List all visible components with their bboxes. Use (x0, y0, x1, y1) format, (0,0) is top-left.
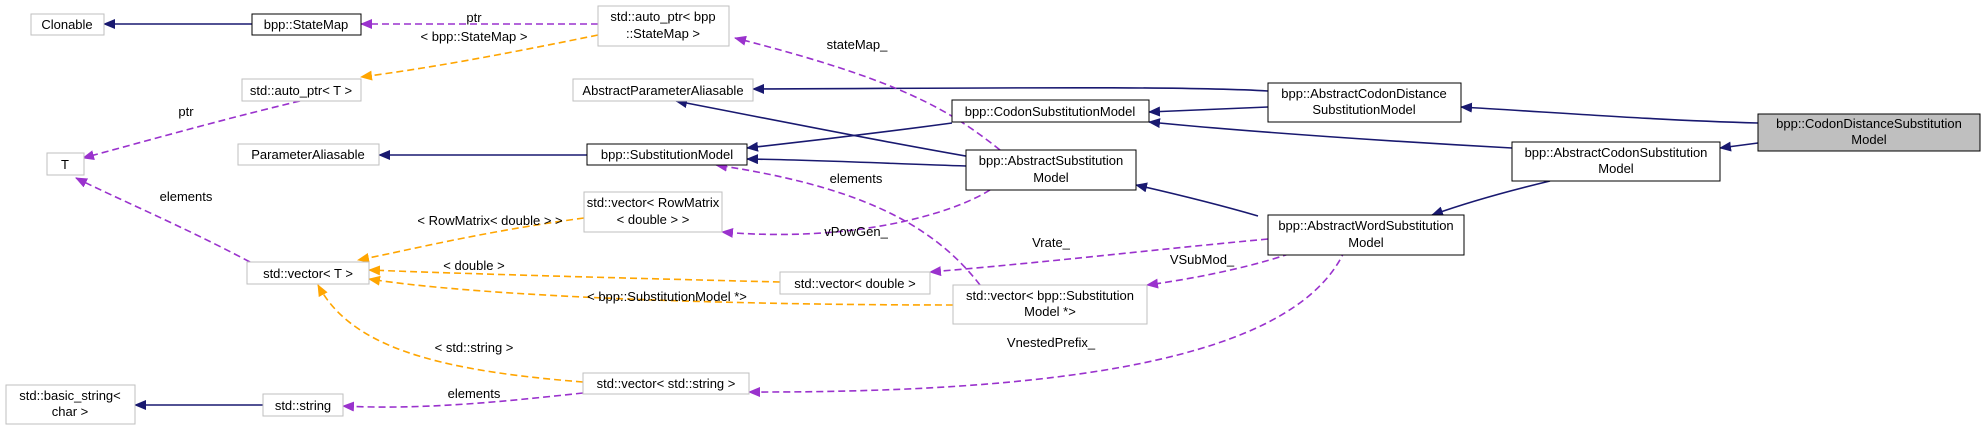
node-cloneable[interactable]: Clonable (30, 13, 105, 36)
node-basic-string-line-1: std::basic_string< (19, 388, 121, 403)
edge-asm-to-autoptr-statemap (734, 35, 1001, 151)
node-vector-submodel-ptr[interactable]: std::vector< bpp::Substitution Model *> (952, 284, 1148, 325)
node-vector-t-label: std::vector< T > (263, 266, 353, 281)
node-substitution-model-label: bpp::SubstitutionModel (601, 147, 733, 162)
edge-label-statemap-member: stateMap_ (827, 37, 888, 52)
node-statemap-label: bpp::StateMap (264, 17, 349, 32)
node-abstract-codon-distance-line-2: SubstitutionModel (1312, 102, 1415, 117)
edge-vstring-to-vector-t (317, 284, 584, 383)
node-codon-distance-substitution-model[interactable]: bpp::CodonDistanceSubstitution Model (1757, 113, 1981, 152)
edge-label-vsubmod: VSubMod_ (1170, 252, 1235, 267)
edge-label-submodel-ptr-tmpl: < bpp::SubstitutionModel *> (587, 289, 747, 304)
node-autoptr-t-label: std::auto_ptr< T > (250, 83, 352, 98)
edge-label-vrate: Vrate_ (1032, 235, 1071, 250)
edge-label-vpowgen: vPowGen_ (824, 224, 888, 239)
node-vector-double[interactable]: std::vector< double > (779, 271, 931, 295)
edge-asm-to-submodel (746, 154, 967, 167)
node-param-aliasable-label: ParameterAliasable (251, 147, 364, 162)
edge-vdouble-to-vector-t (368, 265, 781, 283)
edges (75, 19, 1759, 412)
node-abstract-substitution-model-line-1: bpp::AbstractSubstitution (979, 153, 1124, 168)
edge-acdsm-to-absparamaliasable (752, 83, 1269, 94)
edge-awsm-to-vstring (748, 249, 1346, 398)
edge-label-tmpl-statemap: < bpp::StateMap > (421, 29, 528, 44)
node-codon-substitution-model[interactable]: bpp::CodonSubstitutionModel (951, 99, 1150, 123)
edge-asm-to-absparamaliasable (675, 98, 1001, 163)
node-abstract-word-substitution-line-2: Model (1348, 235, 1384, 250)
node-vector-t[interactable]: std::vector< T > (246, 261, 370, 285)
edge-cdsm-to-acsm (1719, 141, 1759, 152)
edge-label-string-tmpl: < std::string > (435, 340, 514, 355)
edge-label-double-tmpl: < double > (443, 258, 504, 273)
node-vector-double-label: std::vector< double > (794, 276, 915, 291)
edge-label-elements-string: elements (448, 386, 501, 401)
nodes: Clonable bpp::StateMap std::auto_ptr< bp… (5, 5, 1981, 425)
node-abstract-word-substitution[interactable]: bpp::AbstractWordSubstitution Model (1267, 214, 1465, 256)
node-basic-string-line-2: char > (52, 404, 89, 419)
node-string[interactable]: std::string (262, 393, 344, 417)
edge-vector-t-to-t (75, 177, 251, 263)
node-vector-rowmatrix-line-1: std::vector< RowMatrix (587, 195, 720, 210)
node-vector-rowmatrix[interactable]: std::vector< RowMatrix < double > > (583, 191, 723, 233)
edge-autoptr-t-to-t (82, 100, 301, 160)
node-abstract-param-aliasable-label: AbstractParameterAliasable (582, 83, 743, 98)
node-statemap[interactable]: bpp::StateMap (251, 13, 362, 36)
node-vector-string[interactable]: std::vector< std::string > (582, 372, 750, 395)
node-t[interactable]: T (46, 152, 85, 176)
node-abstract-substitution-model[interactable]: bpp::AbstractSubstitution Model (965, 149, 1137, 191)
node-t-label: T (61, 157, 69, 172)
edge-vstring-to-string (342, 392, 584, 412)
edge-labels: ptr < bpp::StateMap > stateMap_ ptr elem… (160, 10, 1235, 401)
edge-acdsm-to-codonsubmodel (1148, 106, 1269, 117)
edge-codonsubmodel-to-submodel (746, 122, 953, 152)
node-autoptr-t[interactable]: std::auto_ptr< T > (241, 78, 362, 102)
node-abstract-codon-substitution[interactable]: bpp::AbstractCodonSubstitution Model (1511, 141, 1721, 182)
node-autoptr-statemap[interactable]: std::auto_ptr< bpp ::StateMap > (597, 5, 730, 47)
node-vector-submodel-ptr-line-1: std::vector< bpp::Substitution (966, 288, 1134, 303)
edge-awsm-to-vdouble (929, 238, 1269, 277)
node-codon-substitution-model-label: bpp::CodonSubstitutionModel (965, 104, 1136, 119)
edge-label-ptr-statemap: ptr (466, 10, 482, 25)
node-abstract-codon-distance-line-1: bpp::AbstractCodonDistance (1281, 86, 1446, 101)
node-cloneable-label: Clonable (41, 17, 92, 32)
edge-label-vnested: VnestedPrefix_ (1007, 335, 1096, 350)
node-abstract-codon-substitution-line-1: bpp::AbstractCodonSubstitution (1525, 145, 1708, 160)
edge-vsubmodel-to-vector-t (368, 275, 954, 306)
node-abstract-substitution-model-line-2: Model (1033, 170, 1069, 185)
edge-label-ptr-t: ptr (178, 104, 194, 119)
node-vector-string-label: std::vector< std::string > (597, 376, 736, 391)
edge-awsm-to-asm (1135, 182, 1259, 217)
node-substitution-model[interactable]: bpp::SubstitutionModel (586, 143, 748, 166)
node-abstract-param-aliasable[interactable]: AbstractParameterAliasable (572, 78, 754, 102)
edge-vsubmodel-to-submodel (715, 161, 981, 286)
edge-acsm-to-codonsubmodel (1148, 118, 1513, 149)
node-autoptr-statemap-line-1: std::auto_ptr< bpp (610, 9, 715, 24)
node-autoptr-statemap-line-2: ::StateMap > (626, 26, 700, 41)
edge-cdsm-to-acdsm (1460, 102, 1759, 124)
node-codon-distance-substitution-model-line-2: Model (1851, 132, 1887, 147)
node-param-aliasable[interactable]: ParameterAliasable (237, 143, 380, 166)
edge-acsm-to-awsm (1431, 180, 1551, 217)
edge-label-rowmatrix-tmpl: < RowMatrix< double > > (417, 213, 562, 228)
edge-label-elements-t: elements (160, 189, 213, 204)
node-abstract-codon-distance[interactable]: bpp::AbstractCodonDistance SubstitutionM… (1267, 82, 1462, 123)
node-abstract-word-substitution-line-1: bpp::AbstractWordSubstitution (1278, 218, 1453, 233)
node-vector-submodel-ptr-line-2: Model *> (1024, 304, 1076, 319)
node-codon-distance-substitution-model-line-1: bpp::CodonDistanceSubstitution (1776, 116, 1962, 131)
edge-autoptr-statemap-to-autoptr-t (360, 34, 599, 81)
edge-label-elements-submodel: elements (830, 171, 883, 186)
edge-vrowmatrix-to-vector-t (357, 217, 585, 263)
node-basic-string[interactable]: std::basic_string< char > (5, 384, 136, 425)
node-string-label: std::string (275, 398, 331, 413)
node-abstract-codon-substitution-line-2: Model (1598, 161, 1634, 176)
node-vector-rowmatrix-line-2: < double > > (617, 212, 690, 227)
